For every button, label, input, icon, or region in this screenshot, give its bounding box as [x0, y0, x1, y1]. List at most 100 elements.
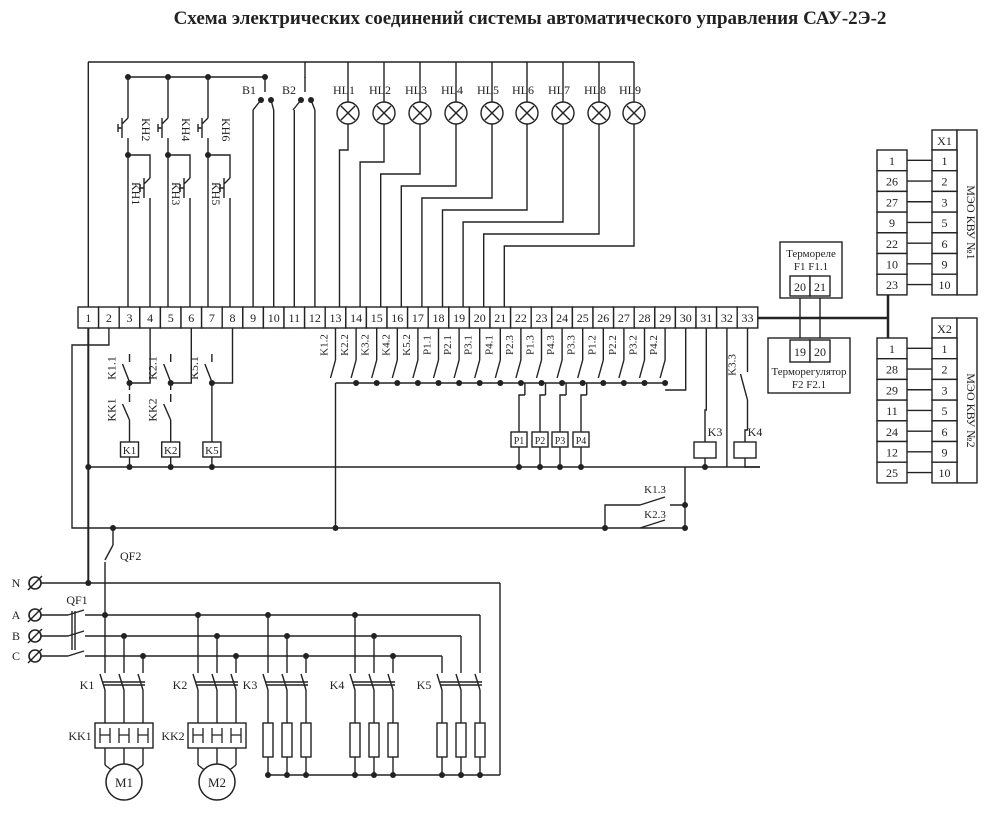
- coil-contact: [163, 363, 172, 383]
- x1-left-label: 27: [886, 195, 898, 209]
- wire-control-left: [71, 328, 685, 529]
- junction-dot: [85, 580, 92, 586]
- heater-resistor: [349, 722, 361, 758]
- contactor-label-K4: K4: [330, 678, 345, 692]
- thermorele-pin-label: 20: [794, 280, 806, 294]
- junction-dot: [600, 380, 607, 386]
- terminal-number: 11: [289, 311, 301, 325]
- contactor-label-K5: K5: [417, 678, 432, 692]
- contact-icon: [329, 359, 337, 379]
- x2-right-cell: [931, 461, 958, 484]
- contact-label-P4.1: P4.1: [483, 335, 495, 355]
- wire-lamp-HL5: [421, 124, 493, 307]
- x2-right-label: 2: [942, 363, 948, 377]
- contact-icon: [639, 519, 666, 529]
- wire: [670, 504, 686, 528]
- x2-device-label: МЭО КВУ №2: [964, 373, 978, 447]
- thermal-element-icon: [211, 728, 223, 743]
- thermal-element-icon: [192, 728, 204, 743]
- switch-label-B2: B2: [282, 83, 296, 97]
- contact-label-P2.2: P2.2: [607, 335, 619, 355]
- x1-left-label: 22: [886, 237, 898, 251]
- junction-dot: [662, 380, 669, 386]
- wire: [744, 458, 760, 468]
- x1-right-label: 5: [942, 216, 948, 230]
- terminal-number: 28: [639, 311, 651, 325]
- pushbutton-label-KH6: KH6: [219, 118, 233, 141]
- coil-contact: [204, 363, 213, 383]
- wire: [559, 394, 567, 432]
- contact-label-P2.1: P2.1: [442, 335, 454, 355]
- wire: [128, 154, 151, 178]
- lamp-icon: [376, 105, 392, 121]
- wire-lamp-HL7: [462, 124, 564, 307]
- heater-resistor: [262, 722, 274, 758]
- switch-icon: [252, 99, 262, 111]
- x2-right-label: 10: [939, 466, 951, 480]
- overload-label-KK1: KK1: [68, 729, 91, 743]
- pushbutton-icon: [139, 177, 151, 198]
- junction-dot: [620, 380, 627, 386]
- contact-label-P2.3: P2.3: [504, 335, 516, 355]
- junction-dot: [353, 380, 360, 386]
- coil-label-K4: K4: [748, 425, 763, 439]
- contact-label-P3.1: P3.1: [463, 335, 475, 355]
- x1-right-label: 2: [942, 175, 948, 189]
- terminal-number: 33: [742, 311, 754, 325]
- contact-icon: [659, 359, 666, 379]
- pushbutton-label-KH4: KH4: [179, 118, 193, 141]
- contact-icon: [350, 359, 357, 379]
- x2-right-label: 1: [942, 342, 948, 356]
- switch-icon: [310, 99, 316, 111]
- contact-label-P1.2: P1.2: [586, 335, 598, 355]
- lamp-label-HL1: HL1: [333, 83, 355, 97]
- terminal-number: 3: [127, 311, 133, 325]
- contact-label-P3.2: P3.2: [628, 335, 640, 355]
- thermal-contact-label-KK2: KK2: [146, 398, 160, 421]
- lamp-label-HL5: HL5: [477, 83, 499, 97]
- terminal-number: 18: [433, 311, 445, 325]
- pushbutton-icon: [197, 117, 209, 138]
- contact-label-P1.1: P1.1: [422, 335, 434, 355]
- thermal-contact-label-KK1: KK1: [105, 398, 119, 421]
- terminal-icon: [27, 628, 43, 644]
- motor-label-M2: M2: [208, 775, 226, 790]
- terminal-number: 22: [515, 311, 527, 325]
- lamp-label-HL6: HL6: [512, 83, 534, 97]
- junction-dot: [435, 380, 442, 386]
- contact-icon: [535, 359, 543, 379]
- x2-left-label: 24: [886, 425, 898, 439]
- lamp-label-HL9: HL9: [619, 83, 641, 97]
- wire: [518, 394, 525, 432]
- terminal-number: 19: [453, 311, 465, 325]
- lamp-icon: [412, 105, 428, 121]
- contact-label-K5.2: K5.2: [401, 334, 413, 356]
- terminal-number: 31: [700, 311, 712, 325]
- wire: [211, 328, 234, 384]
- breaker-qf1-icon: [67, 630, 85, 637]
- lamp-label-HL8: HL8: [584, 83, 606, 97]
- relay-coil-label-P4: P4: [576, 436, 587, 447]
- switch-label-B1: B1: [242, 83, 256, 97]
- terminal-icon: [27, 607, 43, 623]
- terminal-number: 16: [391, 311, 403, 325]
- wire-lamp-HL9: [503, 124, 635, 307]
- junction-dot: [414, 380, 421, 386]
- lamp-label-HL4: HL4: [441, 83, 463, 97]
- contact-K3-3: [739, 373, 749, 401]
- overload-label-KK2: KK2: [161, 729, 184, 743]
- x2-left-label: 29: [886, 383, 898, 397]
- x1-right-label: 10: [939, 278, 951, 292]
- wire: [665, 328, 687, 391]
- lamp-label-HL7: HL7: [548, 83, 570, 97]
- contact-label-P3.3: P3.3: [566, 335, 578, 355]
- x2-right-label: 9: [942, 446, 948, 460]
- terminal-number: 1: [85, 311, 91, 325]
- lamp-icon: [626, 105, 642, 121]
- terminal-number: 27: [618, 311, 630, 325]
- terminal-number: 15: [371, 311, 383, 325]
- x1-left-label: 23: [886, 278, 898, 292]
- coil-contact-label-K2.1: K2.1: [146, 356, 160, 380]
- terminal-number: 32: [721, 311, 733, 325]
- wire-lamp-HL8: [483, 124, 600, 307]
